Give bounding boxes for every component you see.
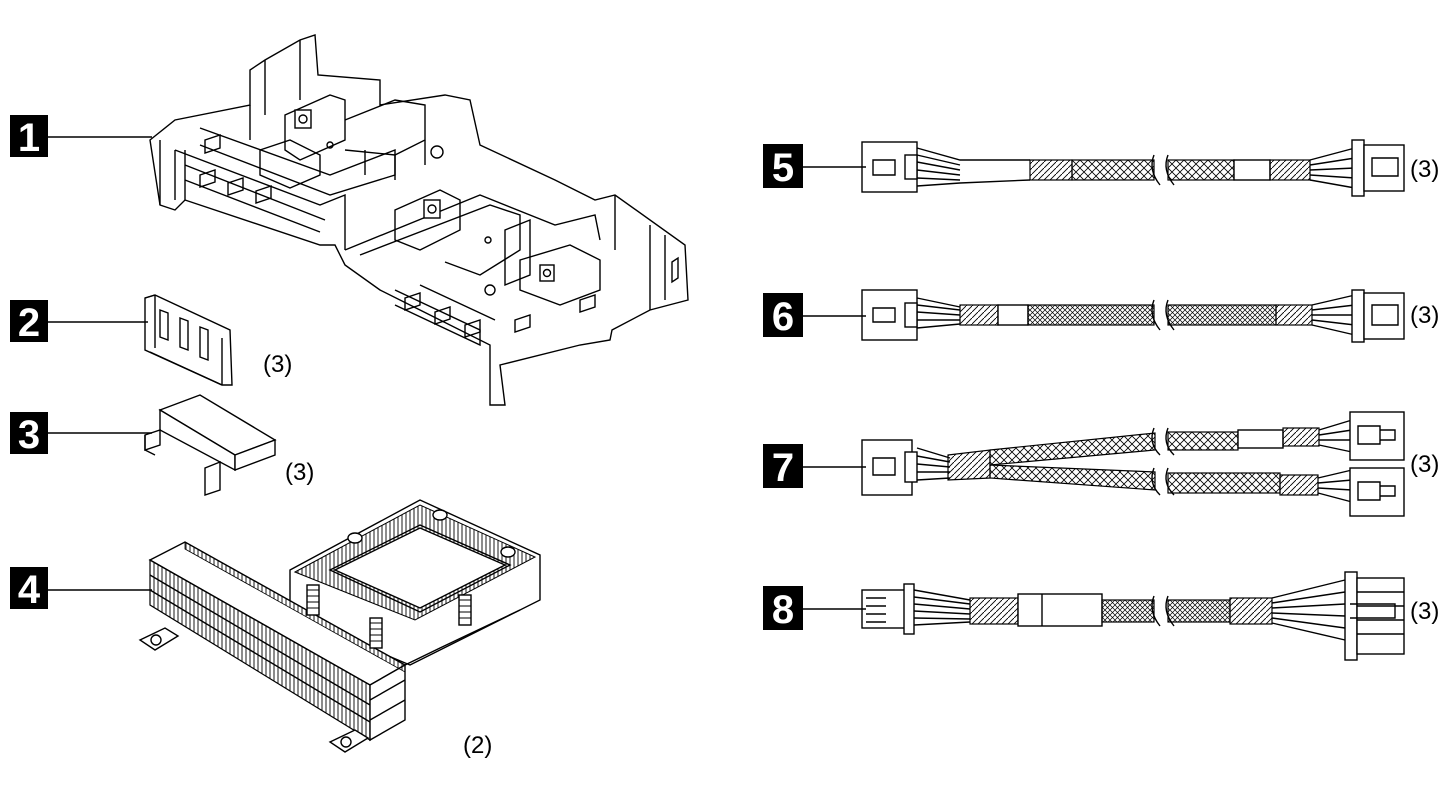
air-baffle-drawing <box>149 34 689 406</box>
leader-lines <box>48 136 866 610</box>
power-cable-5-drawing <box>861 139 1405 197</box>
callout-4: 4 <box>10 567 48 612</box>
callout-number: 3 <box>18 413 40 457</box>
callout-number: 4 <box>18 568 41 612</box>
quantity-label-6: (3) <box>1410 302 1439 329</box>
power-cable-6-drawing <box>861 289 1405 343</box>
callout-number: 5 <box>772 146 794 190</box>
quantity-label-2: (3) <box>263 351 292 378</box>
filler-clip-drawing <box>144 394 277 496</box>
screw-icons <box>306 509 516 649</box>
callout-number: 1 <box>18 116 40 160</box>
bracket-clip-drawing <box>144 294 233 386</box>
heat-sink-drawing <box>138 499 541 753</box>
callout-7: 7 <box>763 444 803 490</box>
quantity-label-8: (3) <box>1410 598 1439 625</box>
quantity-label-7: (3) <box>1410 451 1439 478</box>
callout-1: 1 <box>10 115 48 160</box>
callout-number: 7 <box>772 446 794 490</box>
y-split-power-cable-7-drawing <box>861 411 1405 517</box>
quantity-label-5: (3) <box>1410 156 1439 183</box>
callout-6: 6 <box>763 293 803 339</box>
callout-number: 8 <box>772 588 794 632</box>
quantity-label-3: (3) <box>285 459 314 486</box>
callout-8: 8 <box>763 586 803 632</box>
callout-number: 2 <box>18 301 40 345</box>
callout-2: 2 <box>10 300 48 345</box>
callout-3: 3 <box>10 412 48 457</box>
callout-5: 5 <box>763 144 803 190</box>
quantity-label-4: (2) <box>463 732 492 759</box>
power-cable-8-drawing <box>861 571 1405 661</box>
callout-number: 6 <box>772 295 794 339</box>
